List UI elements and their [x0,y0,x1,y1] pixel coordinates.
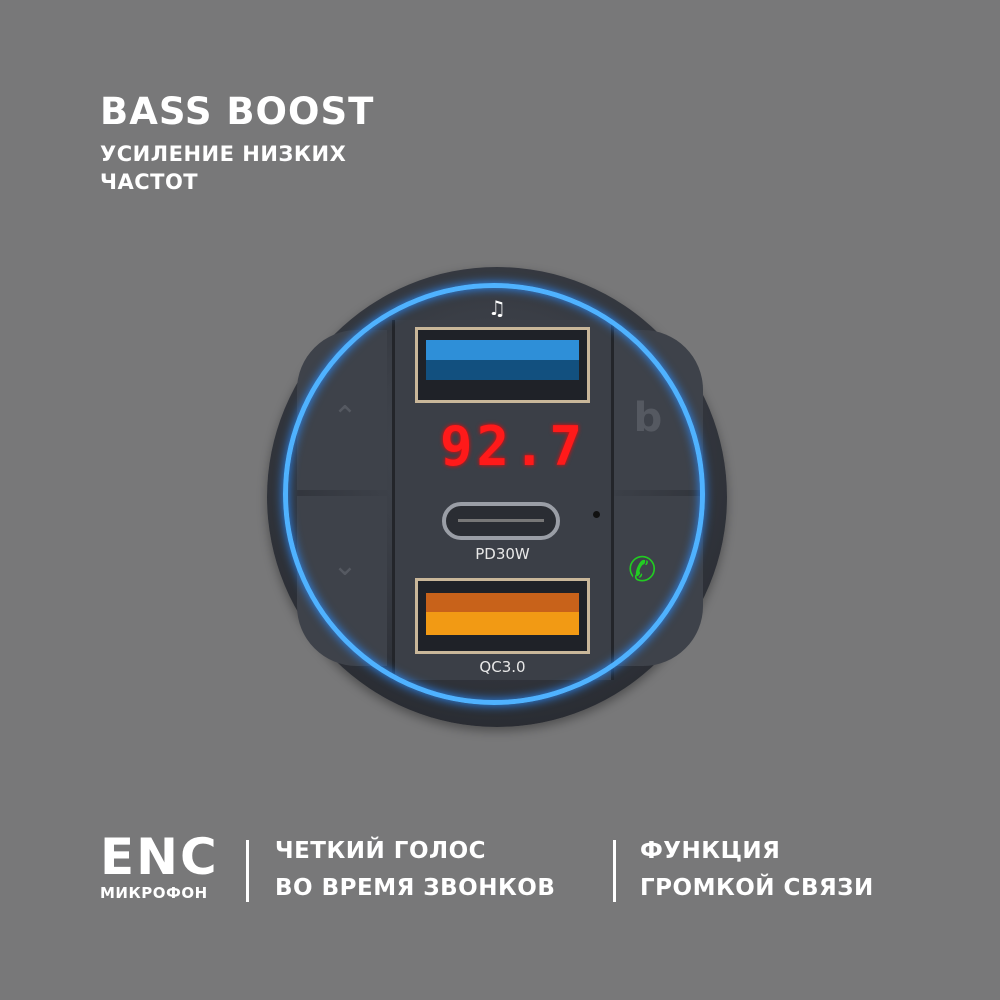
microphone-hole [593,511,600,518]
blue-light-ring [283,283,705,705]
phone-call-icon: ✆ [628,550,657,590]
headline-subtitle-2: ЧАСТОТ [100,170,199,194]
headline-subtitle-1: УСИЛЕНИЕ НИЗКИХ [100,142,347,166]
music-note-icon: ♫ [488,296,506,320]
usb-c-port [442,502,560,540]
bass-icon: b [633,395,663,441]
feature-clear-voice-1: ЧЕТКИЙ ГОЛОС [275,838,487,864]
usb-a-port-orange [415,578,590,654]
usb-c-label: PD30W [475,545,530,563]
feature-clear-voice-2: ВО ВРЕМЯ ЗВОНКОВ [275,875,556,901]
enc-title: ENC [100,828,219,886]
frequency-display: 92.7 [440,415,587,478]
enc-subtitle: МИКРОФОН [100,884,208,902]
down-icon: ⌄ [332,548,358,583]
feature-speakerphone-1: ФУНКЦИЯ [640,838,781,864]
headline-title: BASS BOOST [100,90,375,133]
up-icon: ⌃ [332,400,358,435]
usb-a-port-blue [415,327,590,403]
divider [613,840,616,902]
divider [246,840,249,902]
feature-speakerphone-2: ГРОМКОЙ СВЯЗИ [640,875,874,901]
usb-a-label: QC3.0 [479,658,526,676]
